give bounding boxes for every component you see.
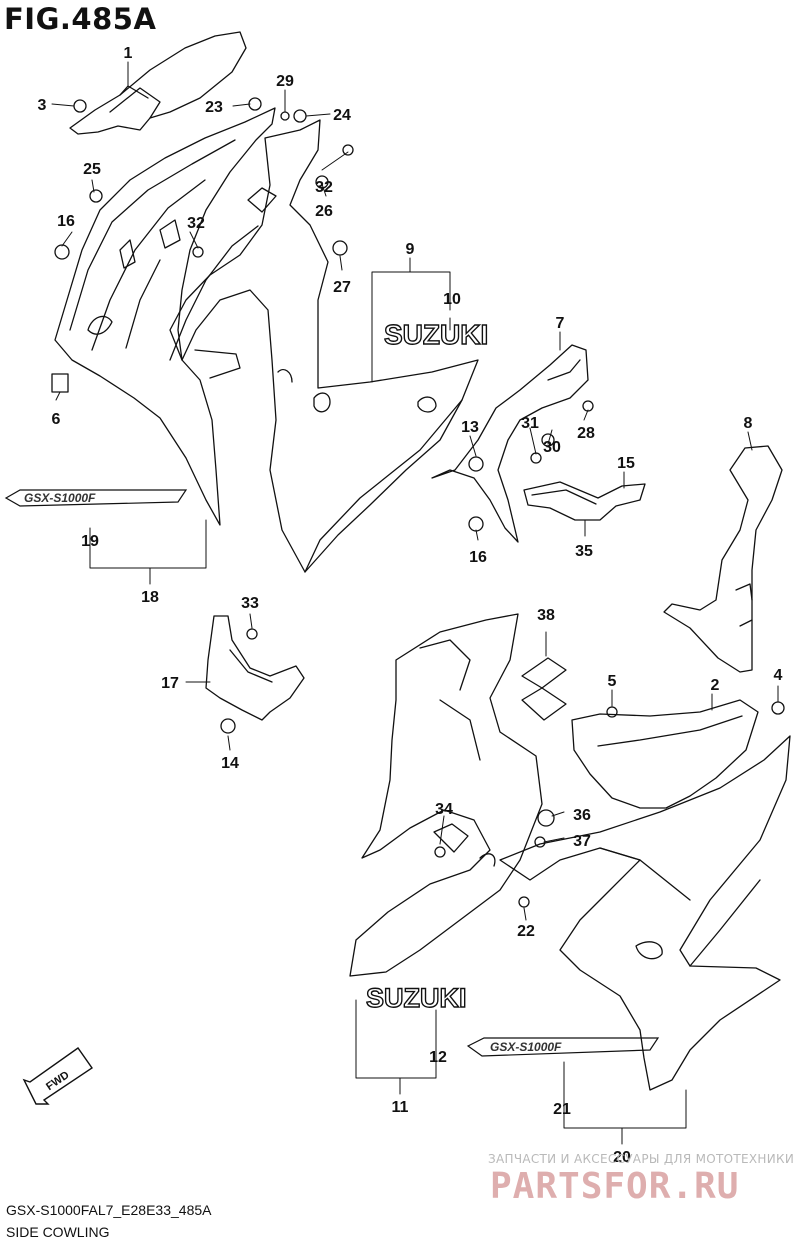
callout-1: 1 — [124, 45, 133, 62]
section-name: SIDE COWLING — [6, 1224, 110, 1240]
callout-32-top: 32 — [315, 179, 333, 196]
callout-9: 9 — [406, 241, 415, 258]
callout-16-left: 16 — [57, 213, 75, 230]
watermark-subtitle: ЗАПЧАСТИ И АКСЕССУАРЫ ДЛЯ МОТОТЕХНИКИ — [488, 1152, 795, 1166]
callout-17: 17 — [161, 675, 179, 692]
model-code: GSX-S1000FAL7_E28E33_485A — [6, 1202, 212, 1218]
callout-6: 6 — [52, 411, 61, 428]
part-18-inner-cowling — [54, 107, 276, 526]
callout-33: 33 — [241, 595, 259, 612]
callout-37: 37 — [573, 833, 591, 850]
part-6-pad — [51, 373, 69, 393]
gsxs-decal-lower-text: GSX-S1000F — [490, 1040, 562, 1054]
part-11-lower-cowling — [349, 613, 543, 977]
callout-20: 20 — [613, 1149, 631, 1166]
figure-title: FIG.485A — [4, 2, 157, 36]
callout-23: 23 — [205, 99, 223, 116]
part-17-bracket — [205, 615, 305, 721]
part-20-rear-cowling — [499, 735, 791, 1091]
callout-12: 12 — [429, 1049, 447, 1066]
callout-5: 5 — [608, 673, 617, 690]
callout-10: 10 — [443, 291, 461, 308]
part-8-bracket — [663, 445, 783, 673]
callout-4: 4 — [774, 667, 783, 684]
callout-31: 31 — [521, 415, 539, 432]
callout-26: 26 — [315, 203, 333, 220]
gsxs-decal-upper-text: GSX-S1000F — [24, 491, 96, 505]
callout-3: 3 — [38, 97, 47, 114]
callout-28: 28 — [577, 425, 595, 442]
callout-25: 25 — [83, 161, 101, 178]
leader-lines — [51, 61, 779, 1145]
part-35-stay — [523, 481, 646, 521]
callout-34: 34 — [435, 801, 453, 818]
callout-29: 29 — [276, 73, 294, 90]
suzuki-decal-upper: SUZUKI — [384, 319, 488, 350]
callout-22: 22 — [517, 923, 535, 940]
fwd-arrow-icon: FWD — [22, 1047, 93, 1105]
callout-32-left: 32 — [187, 215, 205, 232]
callout-numbers: 1 2 3 4 5 6 7 8 9 10 11 12 13 14 15 16 1… — [38, 45, 783, 1166]
callout-35: 35 — [575, 543, 593, 560]
callout-13: 13 — [461, 419, 479, 436]
part-2-inner-panel — [571, 699, 759, 809]
callout-14: 14 — [221, 755, 239, 772]
callout-2: 2 — [711, 677, 720, 694]
callout-8: 8 — [744, 415, 753, 432]
callout-7: 7 — [556, 315, 565, 332]
part-7-bracket — [431, 344, 589, 543]
suzuki-decal-lower: SUZUKI — [366, 983, 467, 1013]
part-38-emblem — [521, 657, 567, 721]
callout-36: 36 — [573, 807, 591, 824]
callout-11: 11 — [392, 1099, 409, 1116]
callout-19: 19 — [81, 533, 99, 550]
callout-15: 15 — [617, 455, 635, 472]
part-9-upper-cowling — [169, 119, 479, 573]
callout-18: 18 — [141, 589, 159, 606]
callout-24: 24 — [333, 107, 351, 124]
callout-21: 21 — [553, 1101, 571, 1118]
watermark-brand: PARTSFOR.RU — [490, 1166, 740, 1207]
callout-27: 27 — [333, 279, 351, 296]
part-1-upper-bracket — [69, 31, 247, 135]
gsxs-decal-upper: GSX-S1000F — [4, 489, 188, 507]
callout-16-right: 16 — [469, 549, 487, 566]
callout-30: 30 — [543, 439, 561, 456]
callout-38: 38 — [537, 607, 555, 624]
gsxs-decal-lower: GSX-S1000F — [466, 1037, 660, 1057]
